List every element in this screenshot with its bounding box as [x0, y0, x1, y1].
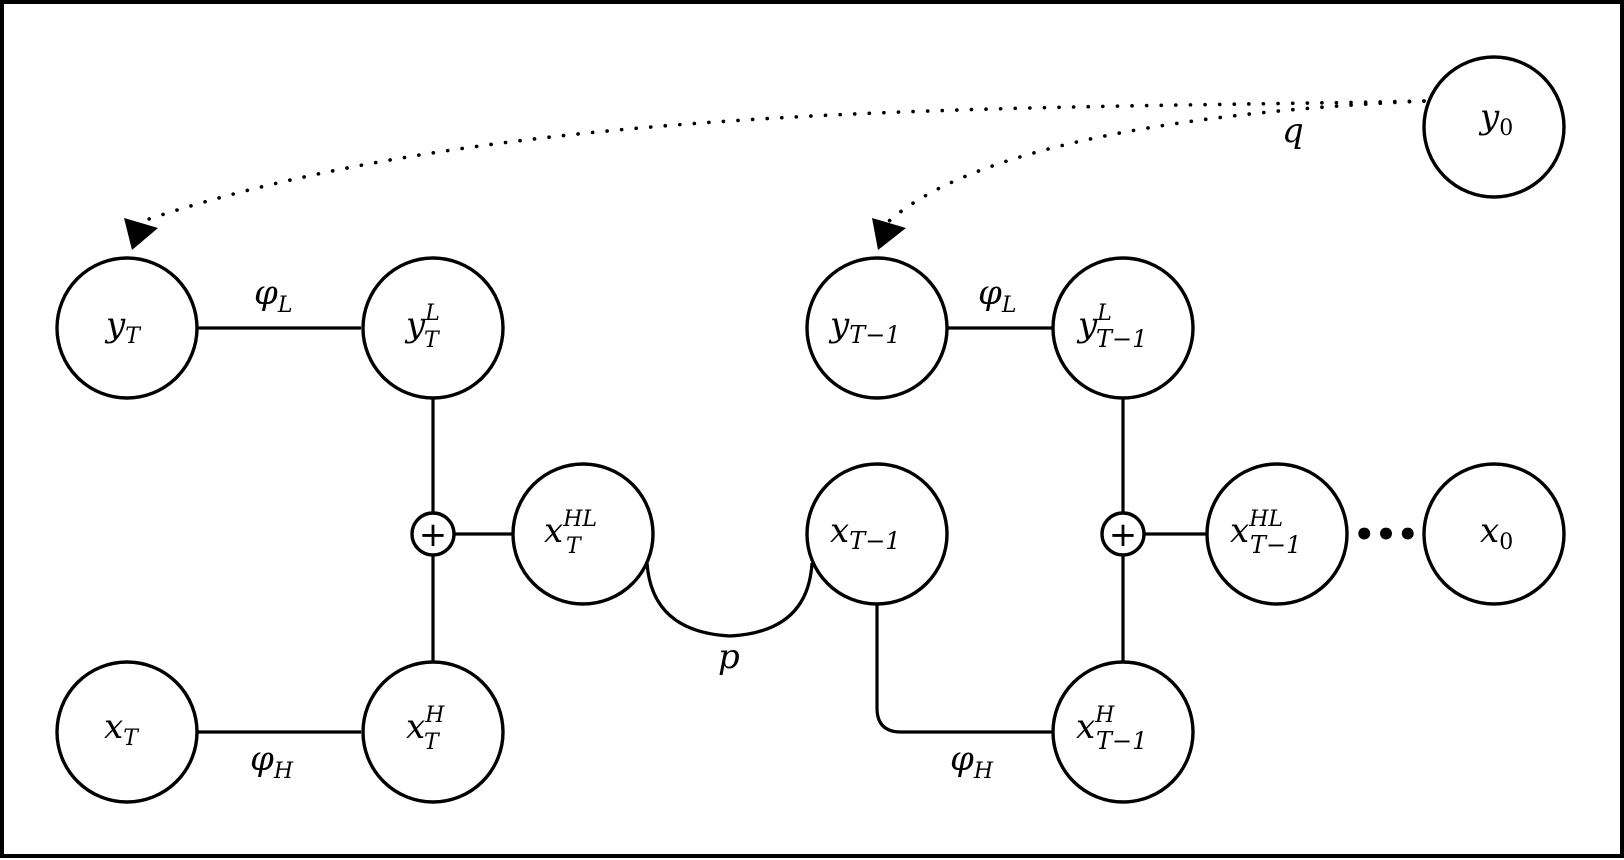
label-xT-sub: T [123, 726, 140, 751]
label-xTm1H-sup: H [1094, 703, 1115, 728]
node-yT [55, 256, 199, 400]
node-y0 [1422, 55, 1566, 199]
arrowhead-yT [124, 218, 158, 250]
edge-label-phiL-right-sub: L [1001, 293, 1017, 318]
label-xTm1-base: x [830, 511, 849, 551]
label-xTH-base: x [406, 707, 425, 747]
node-xT [55, 660, 199, 804]
label-xTHL-sup: HL [562, 507, 597, 532]
label-y0-sub: 0 [1499, 116, 1513, 141]
edge-label-phiH-right: φH [950, 739, 994, 784]
label-yTm1L-sub: T−1 [1096, 325, 1147, 353]
edge-label-phiL-left-sub: L [277, 293, 293, 318]
edge-label-phiL-left: φL [254, 273, 292, 318]
label-yTm1L-sup: L [1096, 301, 1112, 326]
node-xTm1 [805, 462, 949, 606]
label-yTL-base: y [404, 305, 426, 345]
label-yTm1-sub: T−1 [849, 321, 900, 349]
edge-label-phiH-right-sub: H [973, 759, 994, 784]
label-yTL-sub: T [424, 328, 441, 353]
node-yTL [361, 256, 505, 400]
label-xTm1: xT−1 [830, 511, 901, 555]
label-x0-sub: 0 [1499, 530, 1513, 555]
edge-label-phiH-left: φH [250, 739, 294, 784]
plus-symbol-right: + [1109, 515, 1138, 555]
label-xTm1HL-sub: T−1 [1250, 531, 1301, 559]
label-yT-base: y [104, 305, 126, 345]
edge-label-phiL-right-base: φ [978, 273, 1002, 313]
label-xTH-sup: H [424, 703, 445, 728]
node-xTH [361, 660, 505, 804]
label-yT: yT [104, 305, 142, 349]
label-x0: x0 [1480, 511, 1513, 555]
edge-label-q: q [1282, 111, 1304, 151]
edges [198, 326, 1206, 734]
q-arrows [124, 99, 1426, 250]
edge-label-phiL-left-base: φ [254, 273, 278, 313]
edge-xTHL-xTm1-p [645, 562, 814, 638]
dotted-arrow-y0-yTm1 [886, 99, 1426, 224]
ellipsis: ••• [1353, 515, 1418, 555]
label-xTm1H-base: x [1076, 707, 1095, 747]
arrowhead-yTm1 [872, 218, 906, 250]
node-xTm1HL [1205, 462, 1349, 606]
plus-node-left [410, 511, 456, 557]
node-xTm1H [1051, 660, 1195, 804]
node-yTm1 [805, 256, 949, 400]
edge-label-phiH-left-sub: H [273, 759, 294, 784]
label-xTHL-base: x [544, 511, 563, 551]
label-y0-base: y [1478, 97, 1500, 137]
label-xTHL-sub: T [566, 534, 583, 559]
label-y0: y0 [1478, 97, 1513, 141]
label-yTm1: yT−1 [828, 305, 901, 349]
label-xTm1HL-sup: HL [1248, 507, 1283, 532]
label-yTL-sup: L [424, 301, 440, 326]
node-xTHL [511, 462, 655, 606]
edge-xTm1-xTm1H [875, 604, 1052, 734]
label-xTH-sub: T [424, 730, 441, 755]
edge-label-phiH-left-base: φ [250, 739, 274, 779]
label-yT-sub: T [125, 324, 142, 349]
label-xTm1H-sub: T−1 [1096, 727, 1147, 755]
label-xT-base: x [104, 707, 123, 747]
label-xTm1HL-base: x [1230, 511, 1249, 551]
plus-node-right [1100, 511, 1146, 557]
edge-labels: φL φL φH φH p q [250, 111, 1304, 784]
node-x0 [1422, 462, 1566, 606]
label-xT: xT [104, 707, 140, 751]
label-yTm1L-base: y [1076, 305, 1098, 345]
edge-label-phiL-right: φL [978, 273, 1016, 318]
plus-symbol-left: + [419, 515, 448, 555]
label-x0-base: x [1480, 511, 1499, 551]
nodes [55, 55, 1566, 804]
edge-label-p: p [718, 637, 740, 677]
node-yTm1L [1051, 256, 1195, 400]
label-xTm1-sub: T−1 [849, 527, 900, 555]
edge-label-phiH-right-base: φ [950, 739, 974, 779]
label-yTm1-base: y [828, 305, 850, 345]
